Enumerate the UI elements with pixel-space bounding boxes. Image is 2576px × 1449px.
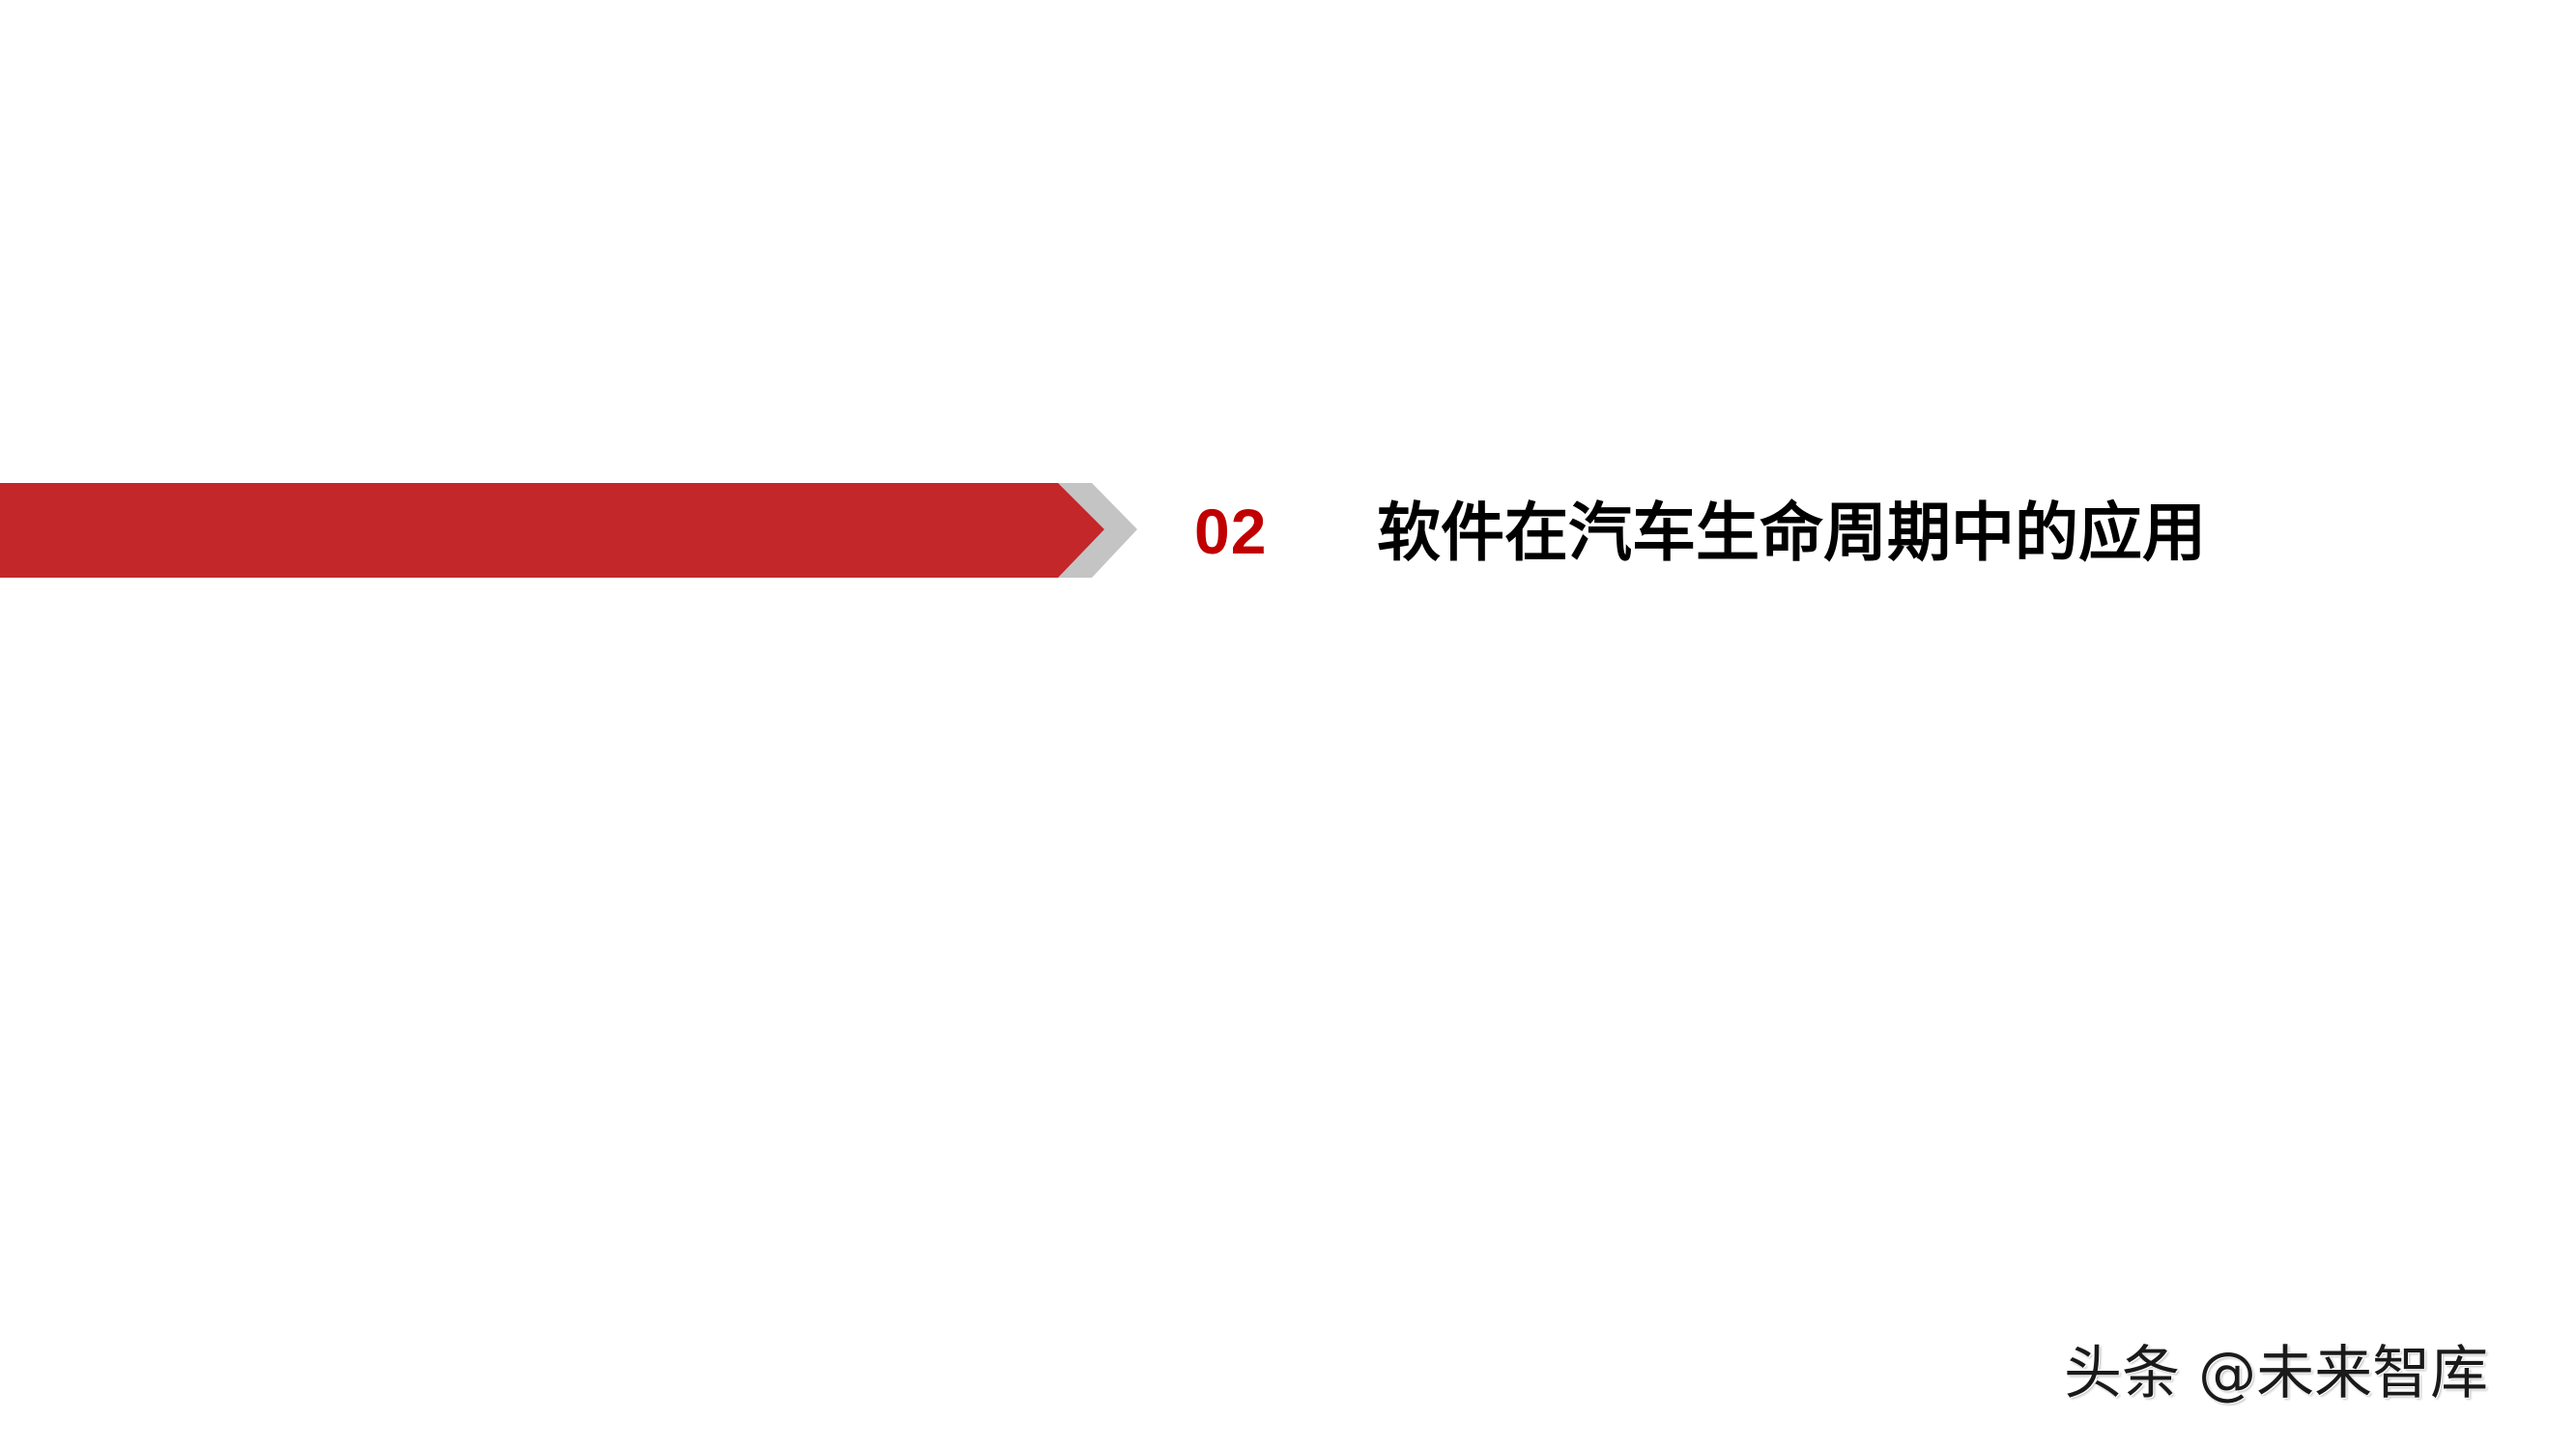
section-number: 02	[1194, 496, 1268, 567]
section-banner-arrow	[0, 483, 1150, 578]
gray-chevron-shape	[1058, 483, 1137, 578]
watermark-text: 头条 @未来智库	[2064, 1340, 2489, 1407]
arrow-chevron-icon	[0, 483, 1137, 578]
red-arrow-bar	[0, 483, 1104, 578]
section-title: 软件在汽车生命周期中的应用	[1377, 496, 2206, 570]
